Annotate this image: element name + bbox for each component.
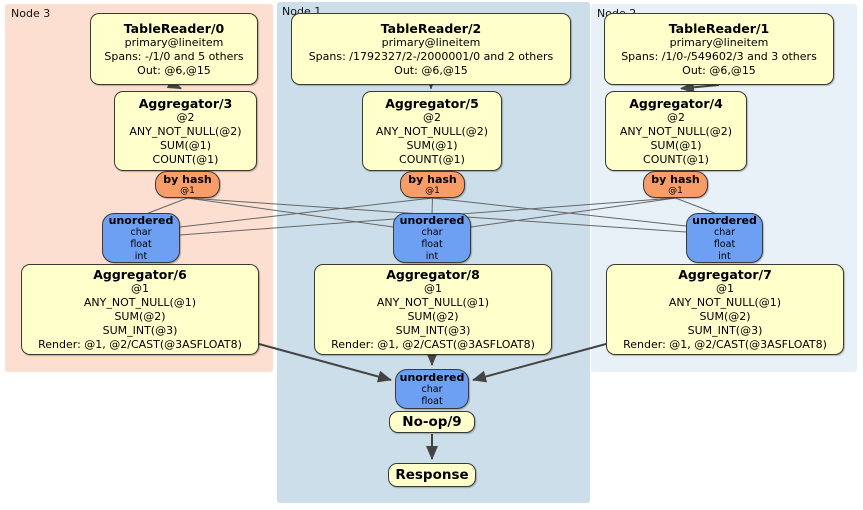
processor-detail: SUM(@1) bbox=[406, 138, 458, 152]
processor-detail: Render: @1, @2/CAST(@3ASFLOAT8) bbox=[331, 338, 535, 351]
processor-detail: Spans: /1/0-/549602/3 and 3 others bbox=[621, 49, 817, 63]
processor-detail: SUM(@2) bbox=[114, 310, 166, 323]
processor-detail: @1 bbox=[716, 282, 734, 295]
flow-arrows bbox=[166, 75, 720, 460]
router-title: by hash bbox=[408, 173, 457, 186]
processor-title: Aggregator/7 bbox=[678, 267, 772, 282]
node3-region-label: Node 3 bbox=[11, 7, 51, 20]
processor-detail: Spans: /1792327/2-/2000001/0 and 2 other… bbox=[308, 49, 554, 63]
sync-detail: char bbox=[421, 383, 443, 395]
processor-detail: ANY_NOT_NULL(@1) bbox=[83, 296, 197, 309]
processor-detail: primary@lineitem bbox=[669, 35, 769, 49]
processor-title: TableReader/1 bbox=[668, 20, 770, 36]
aggregator-5-box: Aggregator/5 @2 ANY_NOT_NULL(@2) SUM(@1)… bbox=[362, 91, 502, 171]
aggregator-4-box: Aggregator/4 @2 ANY_NOT_NULL(@2) SUM(@1)… bbox=[605, 91, 747, 171]
processor-detail: SUM_INT(@3) bbox=[687, 324, 763, 337]
processor-detail: COUNT(@1) bbox=[399, 152, 465, 166]
processor-detail: primary@lineitem bbox=[381, 35, 481, 49]
hash-router-node1: by hash @1 bbox=[400, 171, 465, 198]
processor-detail: primary@lineitem bbox=[124, 35, 224, 49]
processor-detail: Out: @6,@15 bbox=[394, 63, 468, 77]
processor-title: Aggregator/4 bbox=[629, 95, 723, 111]
processor-title: TableReader/0 bbox=[123, 20, 225, 36]
unordered-sync-node3: unordered char float int bbox=[102, 213, 180, 263]
processor-detail: @1 bbox=[131, 282, 149, 295]
processor-detail: Out: @6,@15 bbox=[137, 63, 211, 77]
processor-detail: ANY_NOT_NULL(@1) bbox=[668, 296, 782, 309]
processor-detail: SUM_INT(@3) bbox=[395, 324, 471, 337]
sync-detail: float bbox=[421, 238, 443, 250]
router-detail: @1 bbox=[425, 186, 440, 196]
sync-title: unordered bbox=[399, 213, 465, 227]
router-detail: @1 bbox=[180, 186, 195, 196]
processor-detail: @2 bbox=[423, 110, 441, 124]
unordered-sync-node1: unordered char float int bbox=[393, 213, 471, 263]
sync-detail: float bbox=[421, 395, 443, 407]
processor-title: No-op/9 bbox=[402, 414, 462, 430]
aggregator-8-box: Aggregator/8 @1 ANY_NOT_NULL(@1) SUM(@2)… bbox=[314, 264, 552, 355]
hash-router-node3: by hash @1 bbox=[155, 171, 220, 198]
sync-detail: char bbox=[714, 226, 735, 238]
processor-detail: ANY_NOT_NULL(@2) bbox=[375, 124, 489, 138]
processor-detail: @2 bbox=[176, 110, 195, 124]
processor-detail: Out: @6,@15 bbox=[682, 63, 756, 77]
processor-title: Aggregator/8 bbox=[386, 267, 480, 282]
sync-detail: char bbox=[421, 226, 443, 238]
processor-detail: Render: @1, @2/CAST(@3ASFLOAT8) bbox=[623, 338, 827, 351]
processor-detail: COUNT(@1) bbox=[152, 152, 219, 166]
sync-detail: float bbox=[713, 238, 736, 250]
processor-title: Response bbox=[395, 467, 469, 483]
processor-detail: SUM(@1) bbox=[159, 138, 212, 152]
unordered-sync-node2: unordered char float int bbox=[686, 213, 763, 263]
processor-title: Aggregator/6 bbox=[93, 267, 187, 282]
processor-detail: ANY_NOT_NULL(@2) bbox=[619, 124, 733, 138]
processor-detail: ANY_NOT_NULL(@2) bbox=[129, 124, 242, 138]
router-title: by hash bbox=[163, 173, 212, 186]
sync-detail: int bbox=[134, 250, 148, 262]
aggregator-3-box: Aggregator/3 @2 ANY_NOT_NULL(@2) SUM(@1)… bbox=[114, 91, 257, 171]
processor-title: Aggregator/3 bbox=[138, 95, 233, 111]
processor-detail: ANY_NOT_NULL(@1) bbox=[376, 296, 490, 309]
aggregator-6-box: Aggregator/6 @1 ANY_NOT_NULL(@1) SUM(@2)… bbox=[21, 264, 259, 355]
sync-title: unordered bbox=[108, 213, 174, 227]
tablereader-1-box: TableReader/1 primary@lineitem Spans: /1… bbox=[604, 13, 834, 85]
aggregator-7-box: Aggregator/7 @1 ANY_NOT_NULL(@1) SUM(@2)… bbox=[606, 264, 844, 355]
processor-detail: @2 bbox=[667, 110, 685, 124]
processor-title: TableReader/2 bbox=[380, 20, 482, 36]
router-detail: @1 bbox=[668, 186, 683, 196]
tablereader-0-box: TableReader/0 primary@lineitem Spans: -/… bbox=[90, 13, 258, 85]
response-box: Response bbox=[388, 463, 476, 487]
sync-detail: char bbox=[130, 226, 152, 238]
processor-detail: SUM(@2) bbox=[699, 310, 751, 323]
processor-title: Aggregator/5 bbox=[385, 95, 479, 111]
sync-title: unordered bbox=[399, 370, 465, 384]
processor-detail: COUNT(@1) bbox=[643, 152, 709, 166]
processor-detail: Spans: -/1/0 and 5 others bbox=[104, 49, 244, 63]
sync-detail: float bbox=[130, 238, 152, 250]
hash-router-node2: by hash @1 bbox=[643, 171, 708, 198]
final-unordered-sync: unordered char float bbox=[395, 369, 469, 409]
processor-detail: Render: @1, @2/CAST(@3ASFLOAT8) bbox=[38, 338, 242, 351]
sync-detail: int bbox=[425, 250, 439, 262]
router-title: by hash bbox=[651, 173, 700, 186]
tablereader-2-box: TableReader/2 primary@lineitem Spans: /1… bbox=[291, 13, 571, 85]
processor-detail: @1 bbox=[424, 282, 442, 295]
sync-title: unordered bbox=[692, 213, 757, 227]
processor-detail: SUM(@1) bbox=[650, 138, 702, 152]
processor-detail: SUM(@2) bbox=[407, 310, 459, 323]
processor-detail: SUM_INT(@3) bbox=[102, 324, 178, 337]
noop-9-box: No-op/9 bbox=[389, 411, 475, 433]
sync-detail: int bbox=[718, 250, 731, 262]
